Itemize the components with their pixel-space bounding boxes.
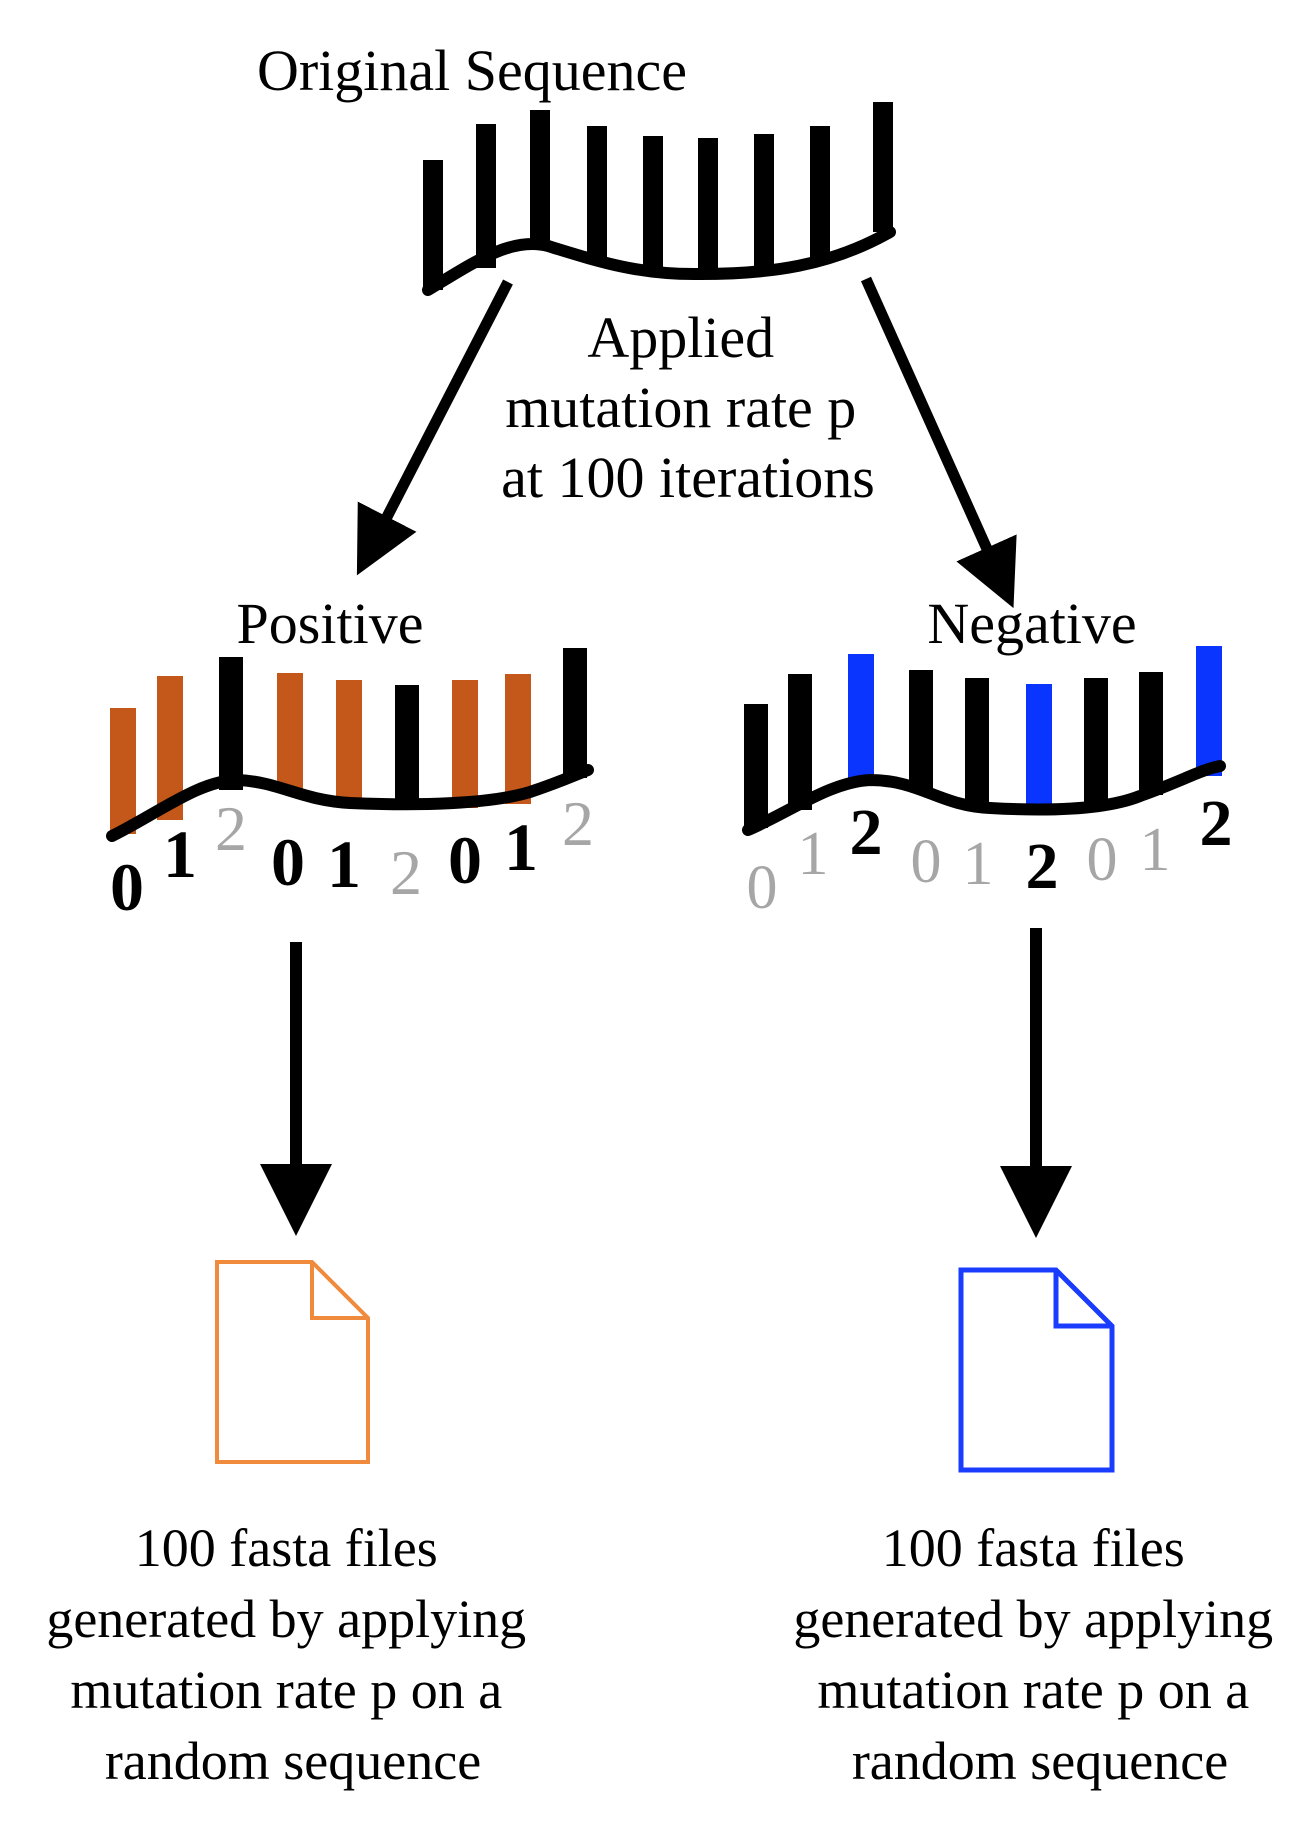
negative-frame-label-3: 2 — [850, 796, 883, 869]
positive-frame-label-3: 2 — [215, 793, 247, 864]
negative-caption-line-1: 100 fasta files — [882, 1518, 1185, 1578]
positive-frame-label-4: 0 — [271, 824, 305, 900]
negative-frame-label-7: 0 — [1087, 826, 1118, 894]
negative-frame-label-4: 0 — [911, 828, 942, 896]
positive-frame-label-2: 1 — [163, 816, 197, 892]
positive-caption-line-3: mutation rate p on a — [70, 1660, 502, 1720]
positive-title: Positive — [237, 591, 424, 656]
negative-frame-label-8: 1 — [1140, 816, 1171, 884]
negative-sequence — [742, 646, 1226, 836]
negative-file-icon — [958, 1267, 1115, 1473]
positive-sequence — [106, 648, 594, 842]
arrow-to-positive — [356, 279, 513, 576]
negative-caption-line-3: mutation rate p on a — [817, 1660, 1249, 1720]
positive-caption: 100 fasta files generated by applying mu… — [46, 1518, 539, 1791]
negative-frame-labels: 0 1 2 0 1 2 0 1 2 — [747, 787, 1233, 922]
positive-caption-line-1: 100 fasta files — [135, 1518, 438, 1578]
positive-bar-1 — [110, 708, 136, 834]
original-sequence-title: Original Sequence — [257, 38, 687, 103]
negative-frame-label-6: 2 — [1026, 830, 1059, 903]
center-label: Applied mutation rate p at 100 iteration… — [501, 305, 875, 510]
negative-title: Negative — [927, 591, 1136, 656]
negative-bar-6 — [1026, 684, 1052, 810]
negative-frame-label-2: 1 — [798, 820, 829, 888]
positive-frame-label-6: 2 — [390, 837, 422, 908]
negative-caption: 100 fasta files generated by applying mu… — [793, 1518, 1286, 1791]
positive-bar-4 — [277, 673, 303, 793]
positive-caption-line-2: generated by applying — [46, 1589, 526, 1649]
negative-caption-line-4: random sequence — [852, 1731, 1228, 1791]
positive-frame-label-1: 0 — [110, 849, 144, 925]
positive-frame-label-9: 2 — [562, 788, 594, 859]
original-backbone — [422, 226, 896, 296]
positive-frame-label-8: 1 — [504, 809, 538, 885]
negative-bar-3 — [848, 654, 874, 780]
positive-frame-labels: 0 1 2 0 1 2 0 1 2 — [110, 788, 594, 925]
positive-backbone — [106, 764, 594, 842]
negative-frame-label-1: 0 — [747, 854, 778, 922]
positive-file-icon — [215, 1260, 370, 1464]
arrow-to-negative — [860, 276, 1017, 609]
positive-frame-label-5: 1 — [327, 826, 361, 902]
negative-frame-label-5: 1 — [963, 830, 994, 898]
negative-caption-line-2: generated by applying — [793, 1589, 1273, 1649]
center-label-line-1: Applied — [587, 305, 774, 370]
positive-frame-label-7: 0 — [448, 822, 482, 898]
center-label-line-2: mutation rate p — [505, 375, 856, 440]
negative-backbone — [742, 760, 1226, 836]
negative-bar-9 — [1196, 646, 1222, 776]
positive-caption-line-4: random sequence — [105, 1731, 481, 1791]
original-sequence — [422, 102, 896, 296]
center-label-line-3: at 100 iterations — [501, 445, 875, 510]
positive-bar-5 — [336, 680, 362, 805]
positive-bar-8 — [505, 674, 531, 804]
negative-frame-label-9: 2 — [1200, 787, 1233, 860]
positive-bar-7 — [452, 680, 478, 808]
